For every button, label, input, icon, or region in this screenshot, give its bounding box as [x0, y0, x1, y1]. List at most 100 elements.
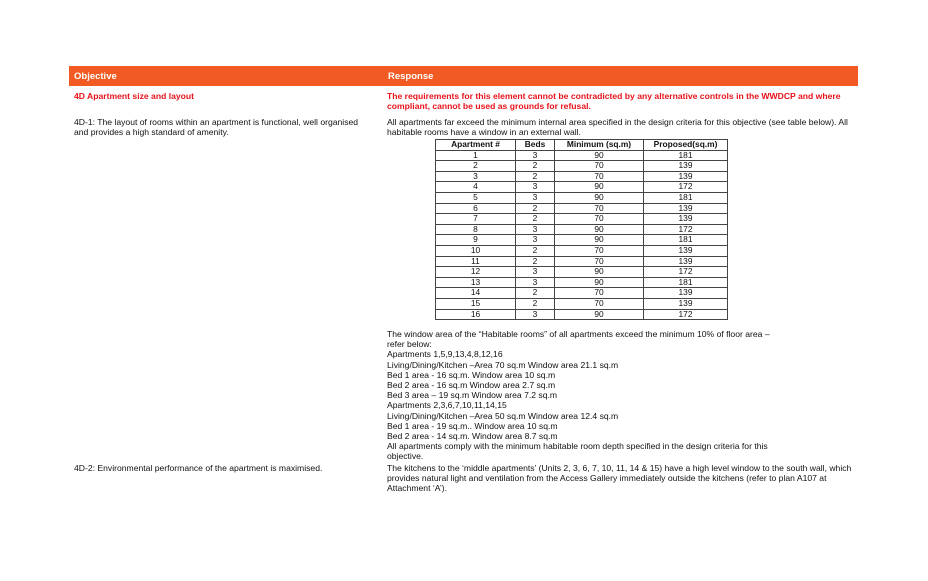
table-cell: 172 — [643, 266, 728, 278]
table-cell: 2 — [515, 213, 555, 225]
objective-4d1: 4D-1: The layout of rooms within an apar… — [74, 117, 359, 138]
table-cell: 3 — [515, 276, 555, 289]
table-cell: 181 — [643, 191, 728, 204]
note-line: The window area of the “Habitable rooms”… — [387, 329, 770, 339]
table-cell: 181 — [643, 276, 728, 289]
table-cell: 90 — [554, 181, 644, 193]
column-header: Beds — [515, 139, 555, 151]
response-4d1: All apartments far exceed the minimum in… — [387, 117, 848, 138]
table-cell: 181 — [643, 149, 728, 162]
column-header: Apartment # — [435, 139, 516, 151]
objective-column-header: Objective — [74, 71, 117, 82]
table-cell: 172 — [643, 308, 728, 321]
table-cell: 70 — [554, 287, 644, 299]
note-line: Bed 2 area - 14 sq.m. Window area 8.7 sq… — [387, 431, 558, 442]
table-cell: 6 — [435, 202, 516, 215]
table-cell: 2 — [515, 244, 555, 257]
table-cell: 139 — [643, 287, 728, 299]
table-cell: 2 — [515, 202, 555, 215]
table-cell: 13 — [435, 276, 516, 289]
table-cell: 3 — [515, 181, 555, 193]
column-header: Proposed(sq.m) — [643, 139, 728, 151]
table-cell: 2 — [515, 297, 555, 310]
table-cell: 5 — [435, 191, 516, 204]
table-cell: 90 — [554, 308, 644, 321]
table-cell: 139 — [643, 244, 728, 257]
table-cell: 70 — [554, 170, 644, 183]
column-header: Minimum (sq.m) — [554, 139, 644, 151]
note-line: Bed 1 area - 16 sq.m. Window area 10 sq.… — [387, 369, 556, 380]
table-cell: 90 — [554, 149, 644, 162]
response-4d2: The kitchens to the ‘middle apartments’ … — [387, 463, 852, 494]
note-line: Bed 2 area - 16 sq.m Window area 2.7 sq.… — [387, 380, 556, 391]
table-cell: 181 — [643, 234, 728, 246]
table-header-bar: Objective Response — [69, 66, 858, 86]
table-cell: 139 — [643, 297, 728, 310]
table-cell: 3 — [435, 170, 516, 183]
table-cell: 11 — [435, 255, 516, 268]
table-cell: 139 — [643, 202, 728, 215]
table-cell: 70 — [554, 297, 644, 310]
table-cell: 139 — [643, 255, 728, 268]
table-cell: 70 — [554, 202, 644, 215]
table-cell: 90 — [554, 223, 644, 236]
note-line: Living/Dining/Kitchen –Area 50 sq.m Wind… — [387, 410, 619, 421]
table-cell: 3 — [515, 223, 555, 236]
response-column-header: Response — [388, 71, 434, 82]
table-cell: 3 — [515, 149, 555, 162]
table-cell: 12 — [435, 266, 516, 278]
table-cell: 90 — [554, 276, 644, 289]
window-area-notes: The window area of the “Habitable rooms”… — [387, 329, 857, 462]
apartment-area-table: Apartment # Beds Minimum (sq.m) Proposed… — [435, 139, 728, 321]
table-cell: 2 — [515, 170, 555, 183]
table-cell: 3 — [515, 191, 555, 204]
table-cell: 139 — [643, 170, 728, 183]
table-cell: 7 — [435, 213, 516, 225]
table-cell: 15 — [435, 297, 516, 310]
table-cell: 8 — [435, 223, 516, 236]
table-cell: 3 — [515, 308, 555, 321]
table-cell: 172 — [643, 223, 728, 236]
table-cell: 70 — [554, 160, 644, 172]
note-line: refer below: — [387, 339, 432, 350]
table-cell: 139 — [643, 160, 728, 172]
table-header-row: Apartment # Beds Minimum (sq.m) Proposed… — [435, 139, 728, 151]
table-cell: 70 — [554, 255, 644, 268]
table-cell: 2 — [515, 287, 555, 299]
table-cell: 3 — [515, 234, 555, 246]
table-cell: 10 — [435, 244, 516, 257]
table-cell: 9 — [435, 234, 516, 246]
table-cell: 14 — [435, 287, 516, 299]
table-cell: 3 — [515, 266, 555, 278]
note-line: objective. — [387, 451, 424, 462]
table-cell: 90 — [554, 191, 644, 204]
note-line: Bed 1 area - 19 sq.m.. Window area 10 sq… — [387, 420, 558, 431]
note-line: Living/Dining/Kitchen –Area 70 sq.m Wind… — [387, 359, 619, 370]
table-cell: 139 — [643, 213, 728, 225]
table-cell: 90 — [554, 266, 644, 278]
table-cell: 70 — [554, 244, 644, 257]
note-line: Bed 3 area – 19 sq.m Window area 7.2 sq.… — [387, 390, 558, 401]
table-cell: 2 — [515, 160, 555, 172]
table-cell: 90 — [554, 234, 644, 246]
table-cell: 4 — [435, 181, 516, 193]
objective-4d2: 4D-2: Environmental performance of the a… — [74, 463, 323, 473]
section-title: 4D Apartment size and layout — [74, 91, 195, 101]
table-cell: 172 — [643, 181, 728, 193]
note-line: Apartments 1,5,9,13,4,8,12,16 — [387, 349, 503, 360]
